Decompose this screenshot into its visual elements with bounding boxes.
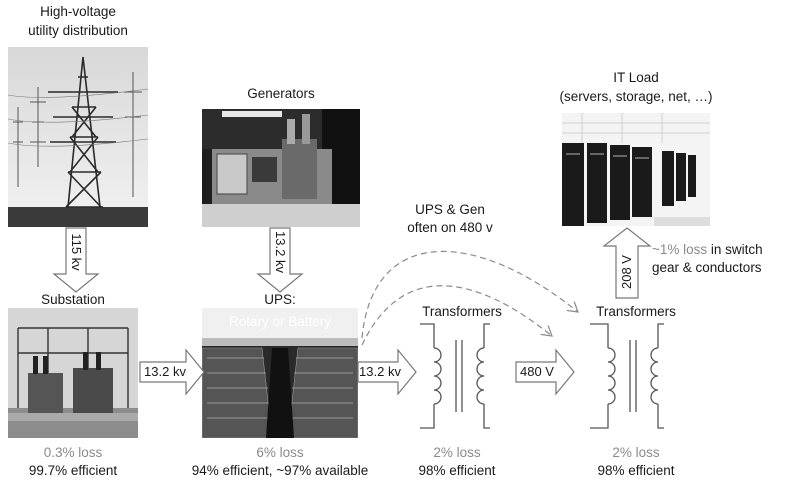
ups-gen-note-line1: UPS & Gen — [415, 202, 485, 217]
ups-photo — [202, 308, 358, 438]
transformers-1-title: Transformers — [422, 304, 502, 319]
switch-gear-loss-text: ~1% loss — [652, 242, 708, 257]
transformers-2-title: Transformers — [596, 304, 676, 319]
substation-title: Substation — [41, 292, 105, 307]
switch-gear-note-line1: ~1% loss in switch — [652, 242, 792, 258]
substation-efficiency: 99.7% efficient — [28, 463, 118, 478]
arrow-ups-to-transformers — [357, 348, 417, 396]
voltage-label-208v: 208 V — [619, 255, 634, 289]
voltage-label-115kv: 115 kv — [69, 233, 84, 271]
dashed-arrow-lower — [361, 285, 552, 346]
substation-photo — [8, 308, 138, 438]
arrow-transformers-to-transformers — [515, 348, 575, 396]
arrow-generators-to-ups — [256, 227, 304, 293]
ups-title-line1: UPS: — [264, 292, 296, 307]
voltage-label-substation-ups: 13.2 kv — [144, 364, 186, 379]
it-load-title-line2: (servers, storage, net, …) — [559, 89, 713, 104]
utility-title-line2: utility distribution — [28, 23, 128, 38]
it-load-photo — [562, 113, 710, 226]
generators-title: Generators — [247, 86, 315, 101]
utility-tower-photo — [8, 47, 148, 227]
transformers-2-efficiency: 98% efficient — [597, 463, 675, 478]
utility-title-line1: High-voltage — [40, 4, 116, 19]
substation-loss: 0.3% loss — [43, 445, 103, 460]
ups-loss: 6% loss — [256, 445, 304, 460]
arrow-substation-to-ups — [139, 348, 205, 396]
voltage-label-480v: 480 V — [520, 364, 554, 379]
voltage-label-ups-transformers: 13.2 kv — [359, 364, 401, 379]
switch-gear-note-line2: gear & conductors — [652, 260, 762, 275]
transformers-1-efficiency: 98% efficient — [418, 463, 496, 478]
ups-gen-note-line2: often on 480 v — [407, 220, 493, 235]
generators-photo — [202, 109, 360, 227]
transformer-1-symbol — [420, 323, 490, 429]
ups-title-line2: Rotary or Battery — [228, 314, 332, 329]
it-load-title-line1: IT Load — [613, 70, 659, 85]
dashed-arrow-upper — [361, 250, 578, 339]
transformers-2-loss: 2% loss — [612, 445, 660, 460]
ups-efficiency: 94% efficient, ~97% available — [191, 463, 369, 478]
arrow-transformers-to-it — [602, 227, 652, 299]
transformers-1-loss: 2% loss — [433, 445, 481, 460]
transformer-2-symbol — [590, 323, 664, 429]
switch-gear-suffix-text: in switch — [707, 242, 763, 257]
voltage-label-generators-13kv: 13.2 kv — [273, 231, 288, 273]
arrow-utility-to-substation — [52, 227, 100, 293]
